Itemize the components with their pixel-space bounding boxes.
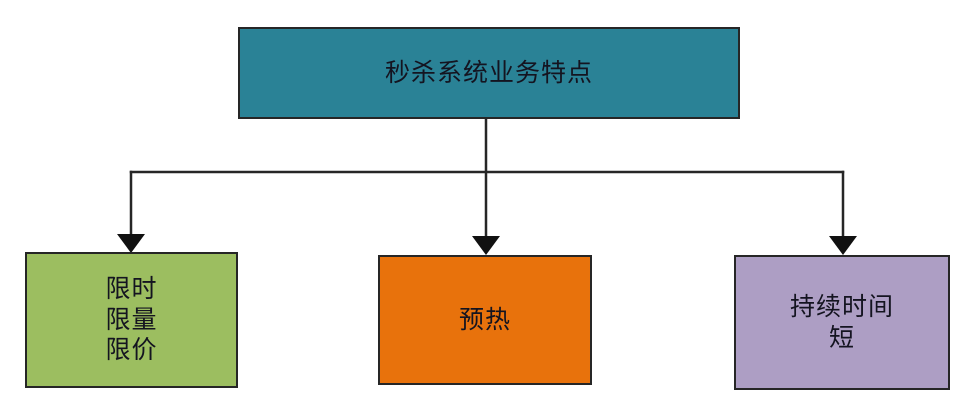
arrowhead-to-limit (117, 234, 145, 253)
node-short-duration[interactable]: 持续时间 短 (734, 255, 950, 390)
node-root-seckill-business-traits[interactable]: 秒杀系统业务特点 (238, 27, 740, 119)
node-preheat[interactable]: 预热 (378, 255, 592, 385)
arrowhead-to-duration (829, 236, 857, 255)
node-limit-time-quantity-price[interactable]: 限时 限量 限价 (25, 252, 238, 388)
arrowhead-to-preheat (472, 236, 500, 255)
